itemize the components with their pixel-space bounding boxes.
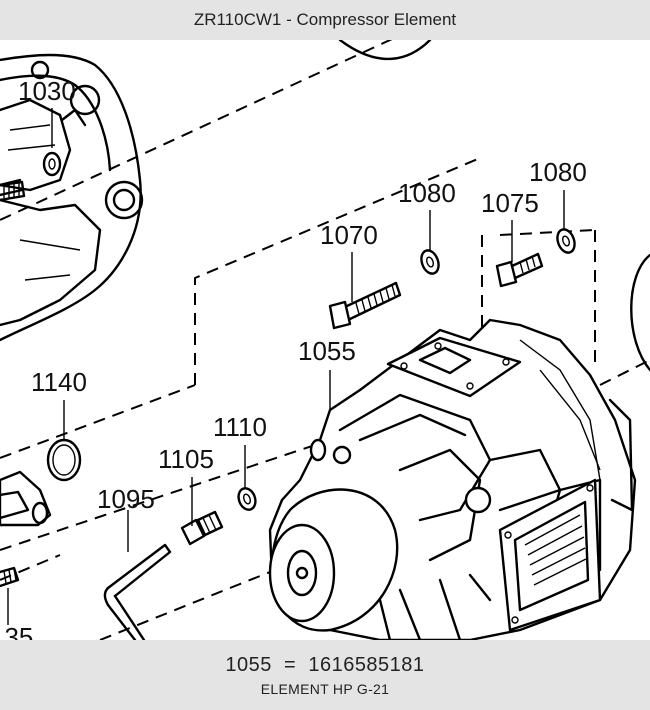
- part-description: ELEMENT HP G-21: [260, 680, 390, 697]
- callout-1105[interactable]: 1105: [158, 444, 214, 474]
- left-flange-fitting: [0, 470, 52, 527]
- exploded-parts-drawing[interactable]: 1030 1080 1080 1075 1070 1055 1140 1110 …: [0, 40, 650, 640]
- part-number-line: 1055 = 1616585181: [225, 653, 425, 676]
- title-bar: ZR110CW1 - Compressor Element: [0, 0, 650, 40]
- fitting-1105[interactable]: [180, 510, 224, 546]
- callout-1140[interactable]: 1140: [31, 367, 87, 397]
- callout-1095[interactable]: 1095: [97, 484, 155, 514]
- page-title: ZR110CW1 - Compressor Element: [193, 10, 457, 29]
- callout-1110[interactable]: 1110: [213, 412, 267, 442]
- callout-1080-a[interactable]: 1080: [398, 178, 456, 208]
- compressor-element-1055[interactable]: [268, 318, 637, 640]
- pipe-1095[interactable]: [103, 543, 172, 640]
- bolt-1075[interactable]: [495, 252, 544, 288]
- part-info-bar: 1055 = 1616585181 ELEMENT HP G-21: [0, 640, 650, 710]
- callout-1070[interactable]: 1070: [320, 220, 378, 250]
- large-o-ring: [338, 40, 432, 61]
- callout-1075[interactable]: 1075: [481, 188, 539, 218]
- washer-1080-right[interactable]: [554, 227, 577, 255]
- bolt-135[interactable]: [0, 566, 20, 588]
- o-ring-1140[interactable]: [46, 438, 82, 482]
- bolt-1070[interactable]: [328, 281, 402, 330]
- washer-1080-left[interactable]: [418, 248, 441, 276]
- right-o-ring-arc: [630, 253, 650, 372]
- callout-leaders: [7, 108, 565, 625]
- callout-135[interactable]: 135: [0, 622, 33, 640]
- callout-1030[interactable]: 1030: [18, 76, 76, 106]
- upper-left-housing: [0, 53, 144, 342]
- washer-1110[interactable]: [236, 486, 259, 512]
- callout-1055[interactable]: 1055: [298, 336, 356, 366]
- callout-1080-b[interactable]: 1080: [529, 157, 587, 187]
